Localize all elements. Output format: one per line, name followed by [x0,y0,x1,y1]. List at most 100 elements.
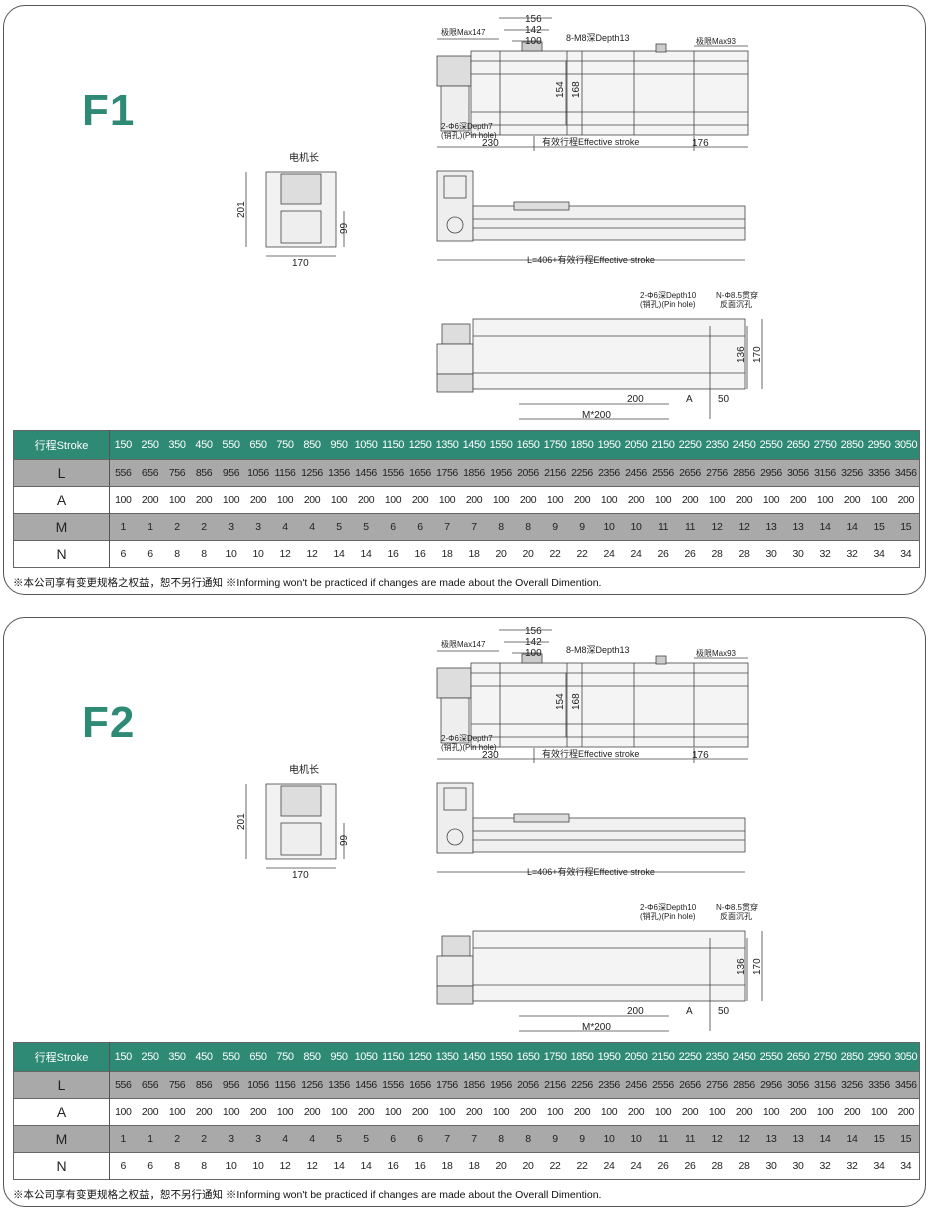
dim-154: 154 [555,693,566,710]
table-cell: 2450 [732,1051,756,1063]
table-cell: 3356 [868,467,890,479]
table-cell: 1356 [328,467,350,479]
table-cell: 100 [870,1106,888,1118]
table-cell: 856 [195,467,213,479]
through-hole-sub: 反面沉孔 [720,911,752,921]
table-cell: 2156 [544,467,566,479]
table-cell: 100 [222,494,240,506]
table-cell: 16 [414,548,426,560]
table-cell: 18 [441,1160,453,1172]
table-cell: 956 [222,467,240,479]
pin-hole-top-label: 2-Φ6深Depth7 [441,122,493,131]
table-cell: 100 [816,494,834,506]
table-cell: 34 [873,548,885,560]
table-cell: 6 [417,521,423,533]
table-cell: 2356 [598,467,620,479]
footnote: ※本公司享有变更规格之权益，恕不另行通知 ※Informing won't be… [13,1189,602,1201]
dim-176: 176 [692,750,709,761]
table-cell: 200 [357,1106,375,1118]
table-cell: 7 [444,521,450,533]
table-cell: 24 [630,548,642,560]
table-cell: 200 [681,494,699,506]
table-cell: 14 [360,548,372,560]
table-cell: 4 [282,1133,288,1145]
pin-hole-bottom-sub: (销孔)(Pin hole) [640,911,696,921]
max-left-label: 极限Max147 [441,639,486,649]
table-cell: 4 [309,1133,315,1145]
table-cell: 2050 [624,1051,648,1063]
table-cell: 2856 [733,1079,755,1091]
length-formula: L=406+有效行程Effective stroke [527,254,655,265]
table-cell: 30 [792,1160,804,1172]
table-cell: 32 [819,1160,831,1172]
dim-142: 142 [525,25,542,36]
table-cell: 4 [309,521,315,533]
row-header: 行程Stroke [13,1042,110,1072]
model-title: F2 [82,698,136,747]
table-cell: 1856 [463,467,485,479]
table-cell: 10 [252,548,264,560]
table-cell: 556 [115,467,132,479]
table-cell: 22 [549,1160,561,1172]
table-cell: 2756 [706,1079,728,1091]
table-cell: 100 [384,1106,402,1118]
table-cell: 2150 [651,1051,675,1063]
table-cell: 34 [900,548,912,560]
dim-50: 50 [718,1006,730,1017]
table-cell: 16 [414,1160,426,1172]
table-cell: 12 [306,1160,318,1172]
table-cell: 1450 [462,1051,486,1063]
row-header: A [13,486,110,514]
table-cell: 6 [120,548,127,560]
dim-176: 176 [692,138,709,149]
table-cell: 250 [141,439,159,451]
table-cell: 7 [444,1133,450,1145]
table-cell: 8 [174,548,180,560]
table-cell: 6 [390,521,396,533]
table-cell: 2450 [732,439,756,451]
table-cell: 1250 [408,1051,432,1063]
table-cell: 3050 [894,1051,918,1063]
table-cell: 2356 [598,1079,620,1091]
table-cell: 15 [900,1133,912,1145]
table-cell: 756 [168,467,186,479]
table-cell: 200 [303,494,321,506]
table-cell: 1156 [274,467,296,479]
table-cell: 2250 [678,439,702,451]
table-cell: 34 [873,1160,885,1172]
row-header: A [13,1098,110,1126]
table-cell: 750 [276,1051,294,1063]
table-cell: 30 [765,548,777,560]
table-cell: 950 [330,1051,348,1063]
dim-100: 100 [525,648,542,659]
table-cell: 2250 [678,1051,702,1063]
table-cell: 2556 [652,1079,674,1091]
table-cell: 200 [141,494,159,506]
table-cell: 16 [387,1160,399,1172]
table-cell: 10 [603,521,615,533]
table-cell: 100 [438,494,456,506]
table-cell: 13 [792,521,804,533]
length-formula: L=406+有效行程Effective stroke [527,866,655,877]
table-cell: 1150 [381,1051,405,1063]
table-cell: 13 [792,1133,804,1145]
table-cell: 1056 [247,1079,269,1091]
table-cell: 9 [552,1133,558,1145]
table-cell: 3456 [894,1079,917,1091]
effective-stroke-label: 有效行程Effective stroke [542,748,639,759]
table-cell: 1950 [597,1051,621,1063]
end-view [245,783,345,869]
table-cell: 100 [708,494,726,506]
table-cell: 2650 [786,1051,810,1063]
table-cell: 2350 [705,1051,729,1063]
table-cell: 1856 [463,1079,485,1091]
table-cell: 200 [573,494,591,506]
table-cell: 12 [738,1133,750,1145]
top-view [436,629,749,763]
table-cell: 9 [579,1133,585,1145]
dim-170: 170 [752,958,763,975]
through-hole-label: N-Φ8.5贯穿 [716,290,758,300]
table-cell: 2550 [759,1051,783,1063]
table-cell: 100 [708,1106,726,1118]
